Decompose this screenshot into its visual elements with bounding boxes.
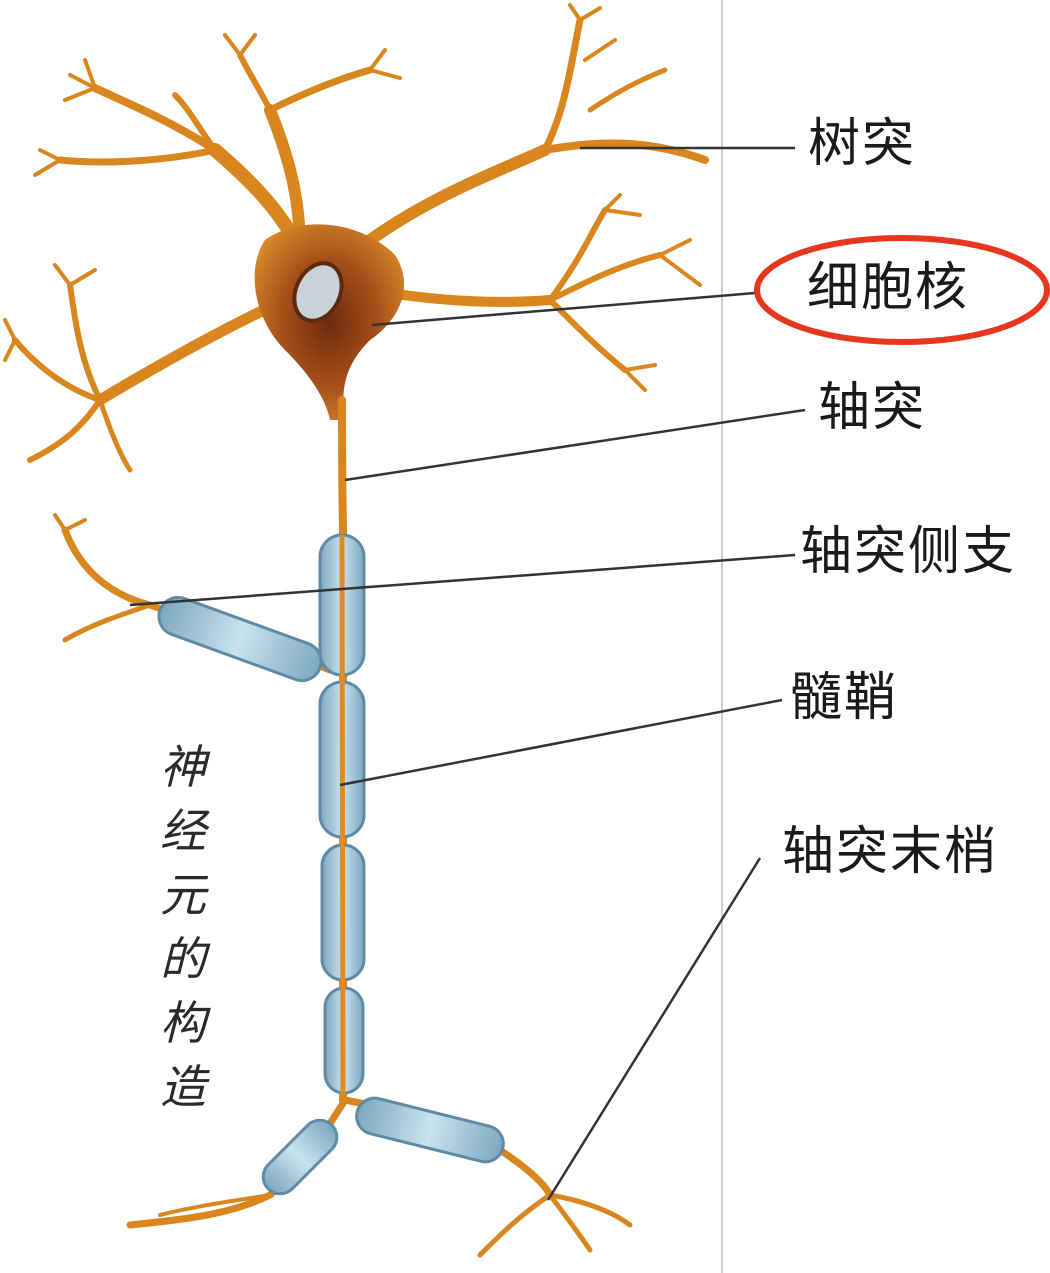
label-dendrite: 树突 <box>808 118 916 170</box>
axon-core <box>342 535 343 1095</box>
cell-body <box>255 224 405 420</box>
label-axon-terminal: 轴突末梢 <box>782 826 998 878</box>
caption-char: 元 <box>148 863 218 927</box>
caption-char: 构 <box>148 991 218 1055</box>
diagram-caption: 神 经 元 的 构 造 <box>148 735 218 1119</box>
caption-char: 的 <box>148 927 218 991</box>
label-axon-collateral: 轴突侧支 <box>800 526 1016 578</box>
label-nucleus: 细胞核 <box>807 262 969 314</box>
caption-char: 造 <box>148 1055 218 1119</box>
caption-char: 经 <box>148 799 218 863</box>
label-axon: 轴突 <box>818 382 926 434</box>
label-myelin-sheath: 髓鞘 <box>790 672 898 724</box>
caption-char: 神 <box>148 735 218 799</box>
